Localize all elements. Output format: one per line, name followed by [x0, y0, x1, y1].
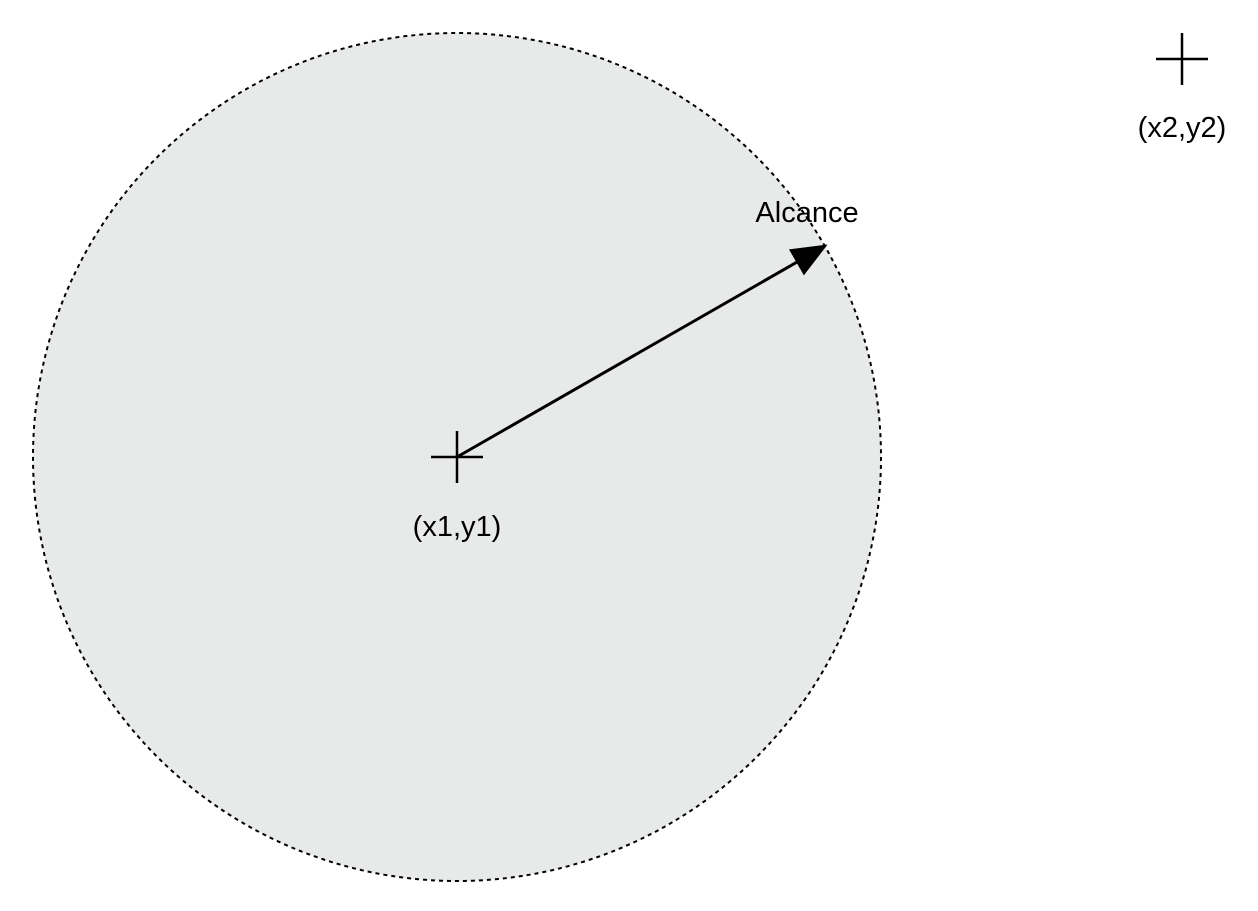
point2-label: (x2,y2) — [1138, 112, 1227, 144]
point1-crosshair-icon — [431, 431, 483, 483]
range-radius-arrow — [456, 244, 828, 459]
point1-label: (x1,y1) — [413, 511, 502, 543]
point2-crosshair-icon — [1156, 33, 1208, 85]
range-label: Alcance — [755, 197, 858, 229]
